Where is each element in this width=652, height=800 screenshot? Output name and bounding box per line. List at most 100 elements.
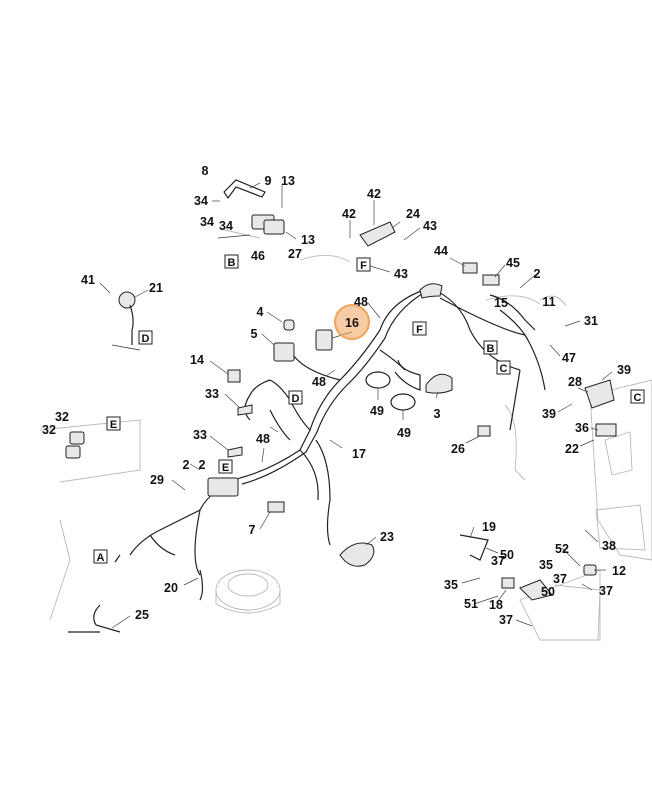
part-32b [65,445,81,459]
callout[interactable]: 32 [55,410,69,424]
callout[interactable]: 28 [568,375,582,389]
callout[interactable]: 38 [602,539,616,553]
callout[interactable]: 48 [312,375,326,389]
callout[interactable]: 37 [599,584,613,598]
part-horn-3 [425,373,453,394]
section-box[interactable]: E [106,416,121,431]
callout[interactable]: 49 [397,426,411,440]
callout[interactable]: 43 [423,219,437,233]
part-bracket-8 [223,179,266,200]
callout[interactable]: 43 [394,267,408,281]
callout[interactable]: 48 [256,432,270,446]
callout[interactable]: 20 [164,581,178,595]
callout[interactable]: 17 [352,447,366,461]
callout[interactable]: 29 [150,473,164,487]
callout[interactable]: 7 [249,523,256,537]
part-18 [501,577,515,589]
callout[interactable]: 23 [380,530,394,544]
section-box[interactable]: D [138,330,153,345]
section-box[interactable]: F [412,321,427,336]
section-box[interactable]: B [224,254,239,269]
callout[interactable]: 15 [494,296,508,310]
part-32a [69,431,85,445]
callout[interactable]: 49 [370,404,384,418]
callout[interactable]: 25 [135,608,149,622]
part-connector-5 [273,342,295,362]
callout[interactable]: 52 [555,542,569,556]
callout[interactable]: 51 [464,597,478,611]
section-box[interactable]: A [93,549,108,564]
callout[interactable]: 48 [354,295,368,309]
part-clip-49b [390,393,416,411]
callout[interactable]: 41 [81,273,95,287]
callout[interactable]: 2 [534,267,541,281]
callout[interactable]: 42 [342,207,356,221]
callout[interactable]: 5 [251,327,258,341]
callout[interactable]: 26 [451,442,465,456]
callout[interactable]: 47 [562,351,576,365]
callout[interactable]: 9 [265,174,272,188]
section-box[interactable]: C [630,389,645,404]
callout[interactable]: 50 [500,548,514,562]
callout[interactable]: 31 [584,314,598,328]
svg-text:D: D [142,333,150,345]
callout[interactable]: 34 [219,219,233,233]
part-sensor-21 [118,291,136,309]
callout[interactable]: 12 [612,564,626,578]
section-box[interactable]: B [483,340,498,355]
callout[interactable]: 18 [489,598,503,612]
section-markers: B F D D E E A F B C C [93,254,645,564]
callout[interactable]: 35 [444,578,458,592]
part-callouts: 8 9 34 34 34 13 13 46 27 42 42 24 43 43 … [42,164,631,627]
part-45 [482,274,500,286]
section-box[interactable]: F [356,257,371,272]
svg-text:B: B [487,343,495,355]
callout[interactable]: 19 [482,520,496,534]
section-box[interactable]: D [288,390,303,405]
callout[interactable]: 13 [281,174,295,188]
callout[interactable]: 37 [491,554,505,568]
callout[interactable]: 33 [193,428,207,442]
callout[interactable]: 32 [42,423,56,437]
callout[interactable]: 14 [190,353,204,367]
callout[interactable]: 13 [301,233,315,247]
part-7 [267,501,285,513]
callout[interactable]: 46 [251,249,265,263]
callout[interactable]: 2 [199,458,206,472]
svg-text:E: E [110,419,117,431]
callout[interactable]: 50 [541,585,555,599]
section-box[interactable]: C [496,360,511,375]
leader-lines [99,182,613,629]
callout[interactable]: 33 [205,387,219,401]
callout[interactable]: 42 [367,187,381,201]
callout[interactable]: 24 [406,207,420,221]
background-assemblies [39,229,652,641]
callout[interactable]: 2 [183,458,190,472]
callout[interactable]: 4 [257,305,264,319]
callout[interactable]: 44 [434,244,448,258]
part-26 [477,425,491,437]
callout[interactable]: 34 [200,215,214,229]
part-clip-49a [365,371,391,389]
callout[interactable]: 35 [539,558,553,572]
callout[interactable]: 37 [553,572,567,586]
callout[interactable]: 27 [288,247,302,261]
callout[interactable]: 34 [194,194,208,208]
highlight-circle[interactable] [334,304,370,340]
callout[interactable]: 39 [542,407,556,421]
callout[interactable]: 37 [499,613,513,627]
callout[interactable]: 3 [434,407,441,421]
callout[interactable]: 45 [506,256,520,270]
callout[interactable]: 22 [565,442,579,456]
part-module-42 [359,221,396,247]
section-box[interactable]: E [218,459,233,474]
callout[interactable]: 11 [542,295,555,309]
callout[interactable]: 16 [345,316,359,330]
callout[interactable]: 21 [149,281,163,295]
svg-text:C: C [634,392,642,404]
callout[interactable]: 39 [617,363,631,377]
callout[interactable]: 36 [575,421,589,435]
callout[interactable]: 8 [202,164,209,178]
part-bracket-28 [584,379,615,409]
